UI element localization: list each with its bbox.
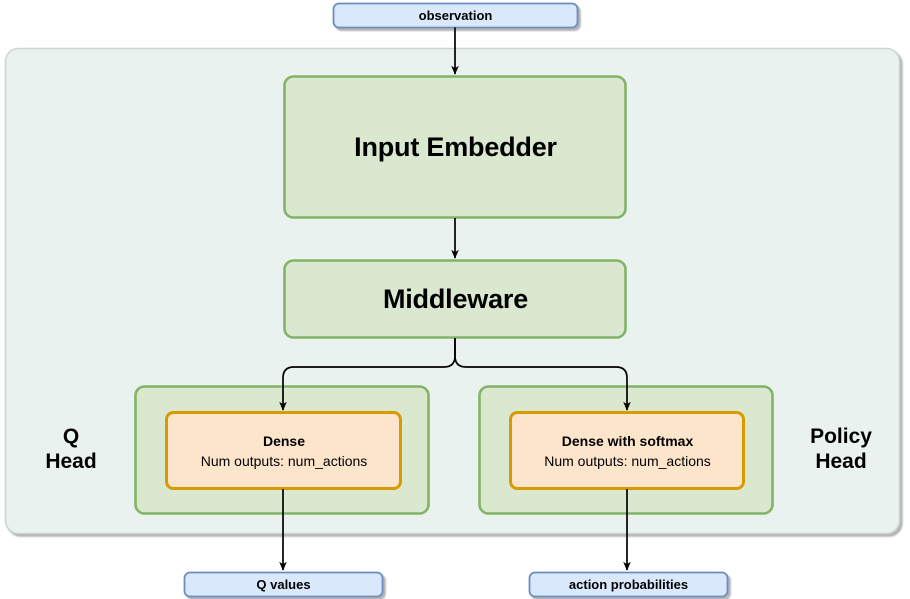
edge-middleware-to-q-head — [279, 338, 456, 411]
edge-middleware-to-policy-head — [454, 338, 631, 411]
middleware-box[interactable] — [283, 259, 627, 339]
input-embedder-box[interactable] — [283, 75, 627, 219]
action-probabilities-box[interactable] — [528, 571, 729, 598]
q-values-box[interactable] — [183, 571, 384, 598]
observation-box[interactable] — [332, 2, 579, 29]
q-head-dense-box[interactable] — [165, 411, 402, 490]
policy-head-dense-softmax-box[interactable] — [509, 411, 745, 490]
